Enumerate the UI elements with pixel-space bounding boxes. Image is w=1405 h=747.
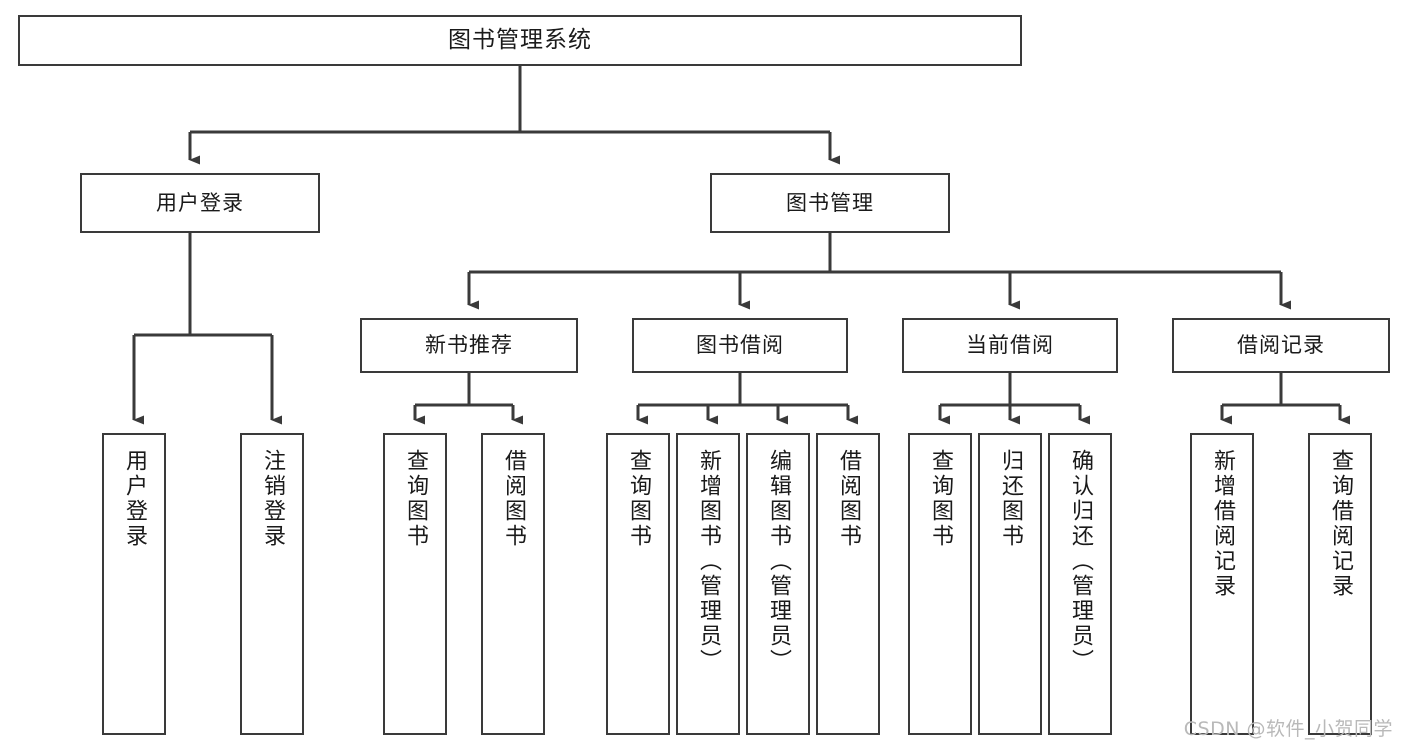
node-label: 用户登录	[156, 190, 244, 215]
node-label: 借阅记录	[1237, 333, 1325, 358]
node-label: 用户登录	[122, 449, 147, 549]
node-label: 查询图书	[928, 449, 953, 549]
node-borrow-record[interactable]: 借阅记录	[1172, 318, 1390, 373]
leaf-add-book-admin[interactable]: 新增图书（管理员）	[676, 433, 740, 735]
node-user-login[interactable]: 用户登录	[80, 173, 320, 233]
node-label: 确认归还（管理员）	[1068, 449, 1093, 674]
node-label: 查询图书	[626, 449, 651, 549]
leaf-query-borrow-record[interactable]: 查询借阅记录	[1308, 433, 1372, 735]
leaf-query-book-borrow[interactable]: 查询图书	[606, 433, 670, 735]
node-label: 新增借阅记录	[1210, 449, 1235, 599]
node-root-system[interactable]: 图书管理系统	[18, 15, 1022, 66]
leaf-borrow-book[interactable]: 借阅图书	[816, 433, 880, 735]
node-label: 新增图书（管理员）	[696, 449, 721, 674]
node-label: 图书管理系统	[448, 27, 592, 54]
node-label: 查询图书	[403, 449, 428, 549]
node-book-management[interactable]: 图书管理	[710, 173, 950, 233]
node-book-borrow[interactable]: 图书借阅	[632, 318, 848, 373]
leaf-borrow-book-newbook[interactable]: 借阅图书	[481, 433, 545, 735]
csdn-watermark: CSDN @软件_小贺同学	[1183, 718, 1393, 740]
node-new-book-recommend[interactable]: 新书推荐	[360, 318, 578, 373]
node-label: 注销登录	[260, 449, 285, 549]
leaf-query-book-current[interactable]: 查询图书	[908, 433, 972, 735]
node-label: 新书推荐	[425, 333, 513, 358]
leaf-user-login[interactable]: 用户登录	[102, 433, 166, 735]
leaf-return-book[interactable]: 归还图书	[978, 433, 1042, 735]
node-current-borrow[interactable]: 当前借阅	[902, 318, 1118, 373]
node-label: 归还图书	[998, 449, 1023, 549]
node-label: 借阅图书	[501, 449, 526, 549]
leaf-edit-book-admin[interactable]: 编辑图书（管理员）	[746, 433, 810, 735]
node-label: 编辑图书（管理员）	[766, 449, 791, 674]
node-label: 图书管理	[786, 190, 874, 215]
leaf-confirm-return-admin[interactable]: 确认归还（管理员）	[1048, 433, 1112, 735]
leaf-add-borrow-record[interactable]: 新增借阅记录	[1190, 433, 1254, 735]
node-label: 借阅图书	[836, 449, 861, 549]
leaf-query-book-newbook[interactable]: 查询图书	[383, 433, 447, 735]
node-label: 查询借阅记录	[1328, 449, 1353, 599]
node-label: 当前借阅	[966, 333, 1054, 358]
leaf-logout-login[interactable]: 注销登录	[240, 433, 304, 735]
node-label: 图书借阅	[696, 333, 784, 358]
